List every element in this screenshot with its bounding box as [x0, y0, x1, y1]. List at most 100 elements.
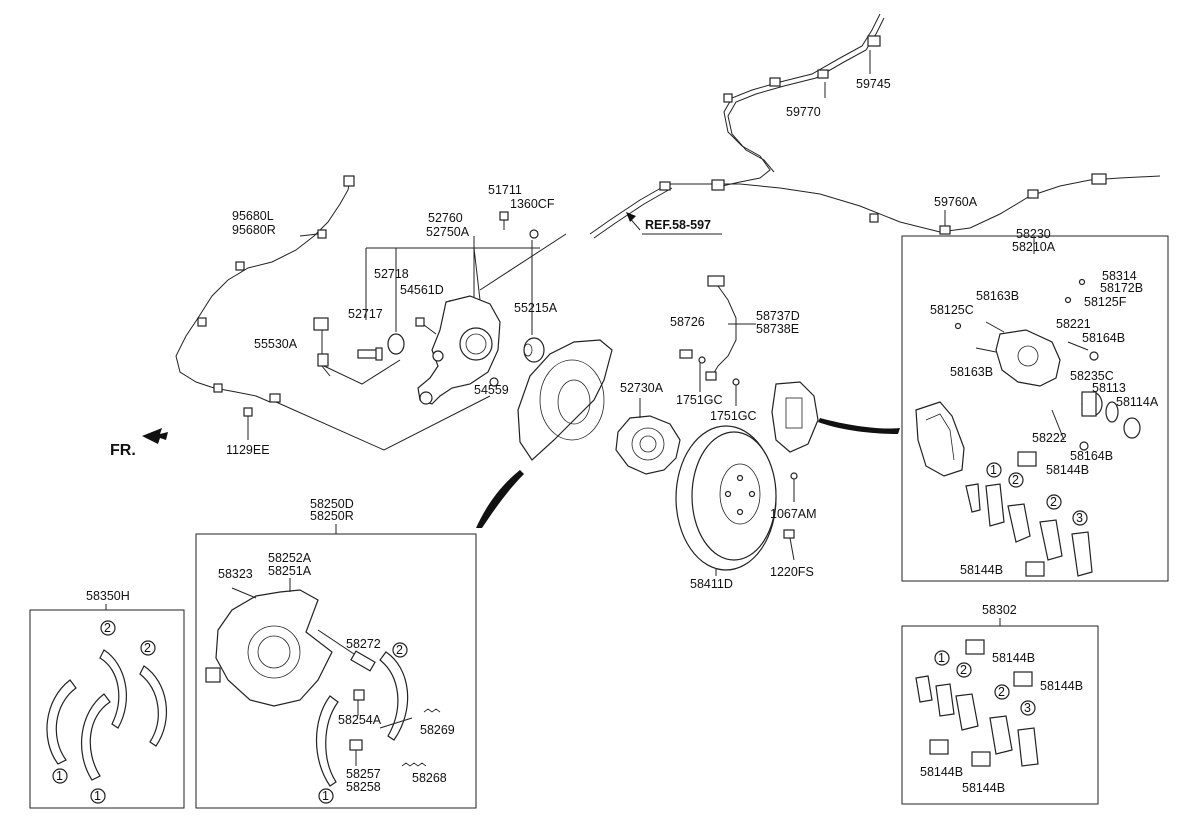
backing-plate-assembly [205, 578, 333, 707]
label-58269: 58269 [420, 723, 455, 737]
label-58737d: 58737D [756, 309, 800, 323]
brake-disc [675, 425, 777, 576]
callout-2: 2 [104, 621, 111, 635]
springs [379, 708, 441, 767]
backing-plate [517, 339, 613, 461]
swoosh-to-caliper-box [818, 418, 900, 434]
label-1129ee: 1129EE [226, 443, 270, 457]
caliper-piston [1081, 391, 1141, 439]
callout-1: 1 [322, 789, 329, 803]
label-58314: 58314 [1102, 269, 1137, 283]
label-58272: 58272 [346, 637, 381, 651]
label-55215a: 55215A [514, 301, 558, 315]
bolt-1129ee [243, 407, 253, 440]
bolt-1220fs [783, 529, 795, 561]
label-58268: 58268 [412, 771, 447, 785]
ref-arrow [626, 212, 722, 235]
label-58144b-d: 58144B [1040, 679, 1083, 693]
bolt-51711 [499, 211, 539, 239]
label-58144b-a: 58144B [1046, 463, 1089, 477]
label-58125f: 58125F [1084, 295, 1127, 309]
label-58144b-f: 58144B [962, 781, 1005, 795]
label-58144b-e: 58144B [920, 765, 963, 779]
clips-pad-kit [929, 639, 1033, 767]
label-58221: 58221 [1056, 317, 1091, 331]
label-58738e: 58738E [756, 322, 799, 336]
caliper-pins [954, 278, 1099, 451]
label-58235c: 58235C [1070, 369, 1114, 383]
label-58258: 58258 [346, 780, 381, 794]
label-59770: 59770 [786, 105, 821, 119]
swoosh-to-shoe-box [476, 470, 524, 528]
label-54559: 54559 [474, 383, 509, 397]
label-1751gc-b: 1751GC [710, 409, 757, 423]
label-1220fs: 1220FS [770, 565, 814, 579]
label-58230: 58230 [1016, 227, 1051, 241]
label-58411d: 58411D [690, 577, 733, 591]
label-95680r: 95680R [232, 223, 276, 237]
label-58323: 58323 [218, 567, 253, 581]
callout-3: 3 [1076, 511, 1083, 525]
label-52717: 52717 [348, 307, 383, 321]
label-58350h: 58350H [86, 589, 130, 603]
hub-bearing [615, 398, 681, 475]
label-52718: 52718 [374, 267, 409, 281]
label-1067am: 1067AM [770, 507, 817, 521]
label-58163b-b: 58163B [950, 365, 993, 379]
caliper-kit-box [901, 235, 1169, 582]
label-59760a: 59760A [934, 195, 978, 209]
label-58164b-a: 58164B [1082, 331, 1125, 345]
callouts-assembly: 2 1 [318, 642, 408, 804]
label-58172b: 58172B [1100, 281, 1143, 295]
label-58125c: 58125C [930, 303, 974, 317]
label-58114a: 58114A [1116, 395, 1159, 409]
label-51711: 51711 [488, 183, 522, 197]
label-58251a: 58251A [268, 564, 312, 578]
callouts-caliper-kit: 1 2 2 3 [986, 462, 1088, 526]
brake-hose [679, 275, 756, 381]
callouts-pad-kit: 1 2 2 3 [934, 650, 1036, 716]
callout-3: 3 [1024, 701, 1031, 715]
label-58144b-c: 58144B [992, 651, 1035, 665]
front-direction-arrow [142, 428, 168, 444]
callouts-shoe-kit: 2 2 1 1 [52, 620, 156, 804]
callout-1: 1 [990, 463, 997, 477]
nut-54559 [489, 377, 499, 387]
label-52730a: 52730A [620, 381, 664, 395]
adjuster-58272 [317, 629, 376, 672]
callout-2: 2 [998, 685, 1005, 699]
callout-2: 2 [1050, 495, 1057, 509]
label-1360cf: 1360CF [510, 197, 555, 211]
parking-shoe-a [379, 651, 409, 741]
caliper-mini [771, 381, 819, 453]
parking-shoe-b [316, 695, 339, 787]
label-1751gc-a: 1751GC [676, 393, 723, 407]
pin-58254a [353, 689, 365, 716]
callout-1: 1 [938, 651, 945, 665]
brake-pads-pad-kit [915, 675, 1039, 767]
label-58163b-a: 58163B [976, 289, 1019, 303]
brake-pads-caliper-kit [965, 483, 1093, 577]
callout-2: 2 [960, 663, 967, 677]
bolt-52717 [357, 347, 383, 361]
clip-58144b-caliper [1017, 451, 1045, 577]
label-54561d: 54561D [400, 283, 444, 297]
label-95680l: 95680L [232, 209, 274, 223]
label-58250r: 58250R [310, 509, 354, 523]
label-59745: 59745 [856, 77, 891, 91]
hold-down-58257 [349, 739, 363, 766]
label-52750a: 52750A [426, 225, 470, 239]
label-58257: 58257 [346, 767, 381, 781]
label-58302: 58302 [982, 603, 1017, 617]
bushing-52718 [387, 333, 405, 355]
label-58222: 58222 [1032, 431, 1067, 445]
label-52760: 52760 [428, 211, 463, 225]
callout-2: 2 [396, 643, 403, 657]
label-58113: 58113 [1092, 381, 1126, 395]
label-58250d: 58250D [310, 497, 354, 511]
callout-1: 1 [56, 769, 63, 783]
bushing-55215a [523, 337, 545, 363]
caliper-body [995, 329, 1061, 387]
rear-knuckle [417, 295, 501, 405]
